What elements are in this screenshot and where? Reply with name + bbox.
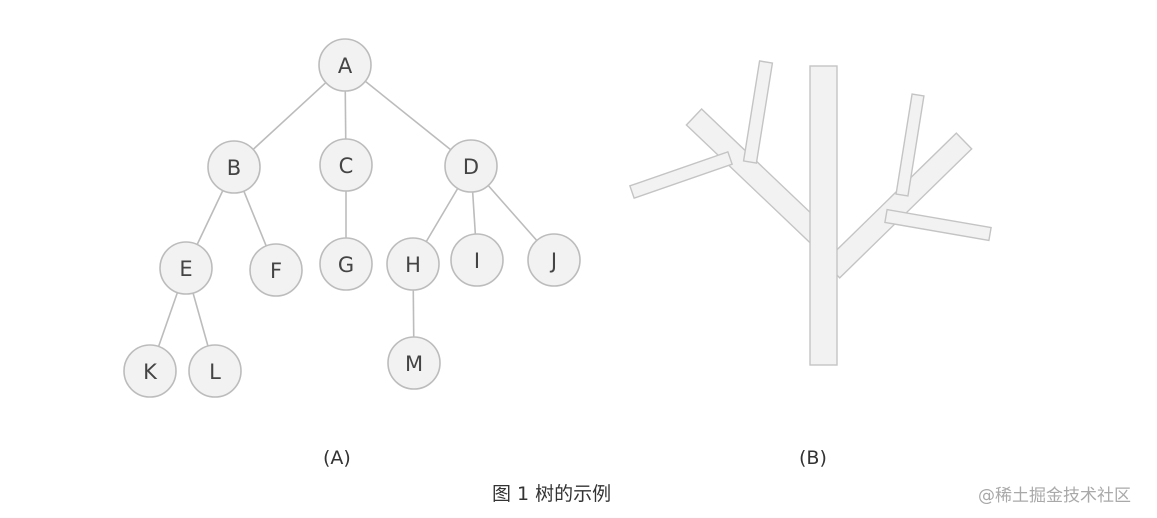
branch-left-twig-low [628, 150, 734, 200]
node-circle [450, 233, 504, 287]
node-label: H [405, 253, 421, 277]
edge-E-K [157, 292, 179, 347]
trunk [809, 65, 838, 366]
node-circle [249, 243, 303, 297]
node-circle [207, 140, 261, 194]
node-circle [188, 344, 242, 398]
node-label: G [338, 253, 354, 277]
tree-node-H: H [386, 237, 440, 291]
branch-tree-illustration [628, 60, 992, 366]
node-circle [123, 344, 177, 398]
edge-B-F [243, 190, 267, 247]
node-circle [319, 237, 373, 291]
branch-right-twig-side [884, 208, 992, 242]
branch-right-main [823, 132, 973, 279]
tree-node-C: C [319, 138, 373, 192]
node-label: A [338, 54, 353, 78]
node-label: L [209, 360, 221, 384]
edge-A-B [252, 82, 327, 150]
node-circle [444, 139, 498, 193]
node-circle [318, 38, 372, 92]
tree-node-G: G [319, 237, 373, 291]
node-label: D [463, 155, 479, 179]
tree-node-B: B [207, 140, 261, 194]
figure-caption: 图 1 树的示例 [492, 483, 612, 505]
node-circle [387, 336, 441, 390]
tree-node-K: K [123, 344, 177, 398]
panel-a-label: (A) [323, 447, 351, 469]
node-circle [386, 237, 440, 291]
node-label: K [143, 360, 158, 384]
node-label: C [339, 154, 354, 178]
node-label: B [227, 156, 241, 180]
tree-node-J: J [527, 233, 581, 287]
branch-right-twig-up [895, 93, 925, 197]
tree-node-D: D [444, 139, 498, 193]
node-label: I [474, 249, 480, 273]
watermark: @稀土掘金技术社区 [978, 486, 1131, 506]
node-label: E [179, 257, 192, 281]
tree-edges [157, 80, 538, 347]
branch-left-twig-up [742, 60, 774, 164]
node-label: J [549, 249, 557, 273]
edge-D-H [425, 187, 459, 243]
tree-node-I: I [450, 233, 504, 287]
edge-A-D [364, 80, 452, 151]
edge-B-E [196, 190, 224, 245]
edge-E-L [192, 292, 209, 347]
edge-D-J [487, 184, 538, 242]
tree-node-M: M [387, 336, 441, 390]
node-circle [319, 138, 373, 192]
node-circle [159, 241, 213, 295]
node-label: M [405, 352, 423, 376]
tree-node-A: A [318, 38, 372, 92]
tree-node-L: L [188, 344, 242, 398]
node-label: F [270, 259, 282, 283]
tree-node-F: F [249, 243, 303, 297]
node-circle [527, 233, 581, 287]
panel-b-label: (B) [799, 447, 827, 469]
tree-node-E: E [159, 241, 213, 295]
edge-D-I [471, 191, 477, 235]
tree-nodes: A B C D E F G H I J K L M [123, 38, 581, 398]
